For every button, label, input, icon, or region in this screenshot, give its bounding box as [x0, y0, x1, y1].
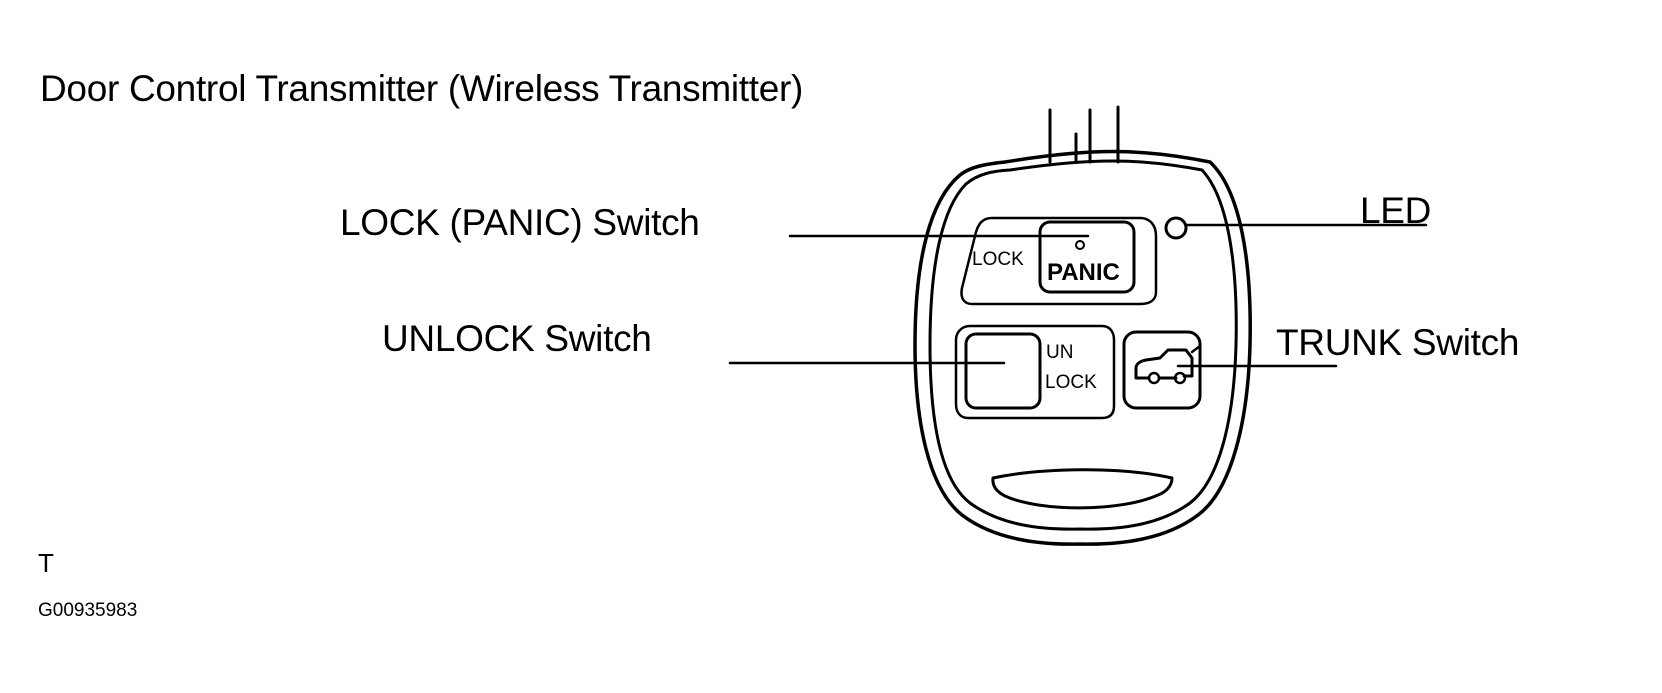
grip-slot	[991, 468, 1174, 510]
panic-button-text: PANIC	[1047, 259, 1120, 286]
figure-id: G00935983	[38, 600, 138, 621]
diagram-title: Door Control Transmitter (Wireless Trans…	[40, 68, 804, 109]
trunk-button	[1122, 330, 1202, 410]
panic-button	[1038, 220, 1136, 294]
footer-letter: T	[38, 548, 54, 578]
unlock-switch-label: UNLOCK Switch	[382, 318, 652, 359]
unlock-panel-outline	[954, 324, 1116, 420]
panic-indicator-dot	[1075, 240, 1085, 250]
trunk-switch-label: TRUNK Switch	[1276, 322, 1520, 363]
lock-panic-switch-label: LOCK (PANIC) Switch	[340, 202, 700, 243]
fob-outer-body	[913, 149, 1252, 546]
car-icon	[1134, 348, 1194, 380]
lock-panel-outline	[960, 216, 1158, 306]
fob-inner-body	[928, 159, 1238, 531]
unlock-button	[964, 332, 1042, 410]
unlock-un-text: UN	[1046, 342, 1073, 363]
lock-button-text: LOCK	[972, 249, 1024, 270]
led-indicator	[1164, 216, 1188, 240]
unlock-lock-text: LOCK	[1045, 372, 1097, 393]
